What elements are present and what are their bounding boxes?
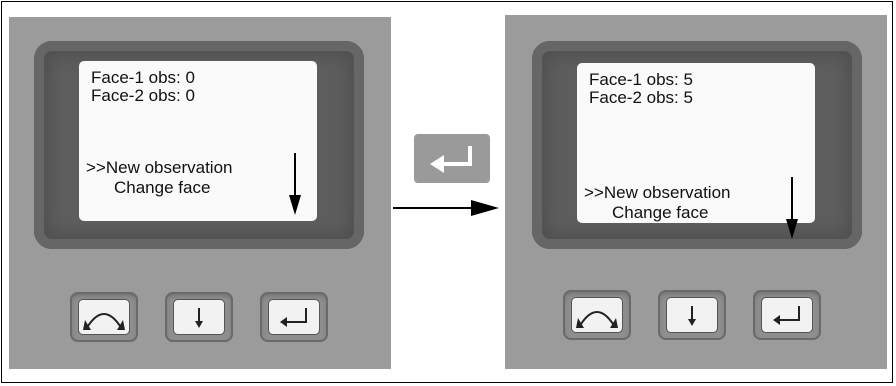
face-change-key[interactable] (563, 290, 631, 340)
face-change-icon (83, 313, 125, 330)
enter-icon (430, 146, 472, 173)
menu-item-change-face[interactable]: Change face (114, 178, 211, 197)
enter-key[interactable] (260, 292, 328, 342)
scroll-down-arrow-icon (786, 177, 798, 239)
menu-item-change-face[interactable]: Change face (612, 203, 709, 222)
enter-icon (280, 308, 307, 327)
face2-obs-line: Face-2 obs: 5 (589, 88, 693, 107)
scroll-down-arrow-icon (289, 153, 301, 215)
display-screen: Face-1 obs: 0 Face-2 obs: 0 >>New observ… (79, 61, 317, 221)
left-device-panel: Face-1 obs: 0 Face-2 obs: 0 >>New observ… (9, 17, 391, 369)
face1-obs-line: Face-1 obs: 5 (589, 70, 693, 89)
display-screen: Face-1 obs: 5 Face-2 obs: 5 >>New observ… (577, 63, 815, 239)
scroll-down-key[interactable] (658, 290, 726, 340)
face2-obs-line: Face-2 obs: 0 (91, 86, 195, 105)
display-bezel: Face-1 obs: 0 Face-2 obs: 0 >>New observ… (34, 41, 364, 249)
enter-key-callout (414, 134, 490, 183)
menu-item-new-observation[interactable]: >>New observation (86, 158, 233, 177)
menu-item-new-observation[interactable]: >>New observation (584, 183, 731, 202)
right-device-panel: Face-1 obs: 5 Face-2 obs: 5 >>New observ… (505, 15, 887, 369)
down-arrow-icon (195, 308, 203, 328)
enter-icon (773, 306, 800, 325)
right-arrow-icon (393, 200, 499, 216)
face-change-key[interactable] (70, 292, 138, 342)
down-arrow-icon (688, 306, 696, 326)
face1-obs-line: Face-1 obs: 0 (91, 68, 195, 87)
display-bezel: Face-1 obs: 5 Face-2 obs: 5 >>New observ… (532, 41, 862, 249)
enter-key[interactable] (753, 290, 821, 340)
face-change-icon (576, 311, 618, 328)
scroll-down-key[interactable] (165, 292, 233, 342)
